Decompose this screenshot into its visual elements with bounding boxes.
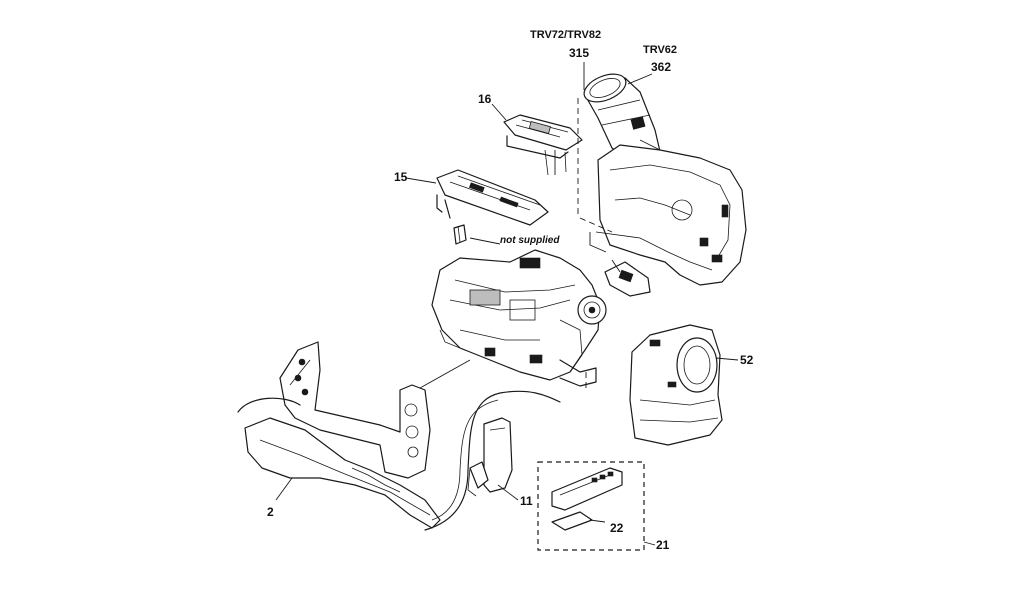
label-model-trv62: TRV62 (643, 44, 677, 56)
label-part-52: 52 (740, 353, 754, 367)
label-part-22: 22 (610, 521, 624, 535)
grip-frame-part (279, 341, 431, 479)
label-part-21: 21 (656, 538, 670, 552)
label-part-2: 2 (267, 505, 274, 519)
labels: TRV72/TRV82 315 TRV62 362 16 15 not supp… (267, 29, 754, 552)
small-bracket-part (604, 261, 651, 297)
label-part-362: 362 (651, 60, 671, 74)
cover-part-11 (467, 417, 513, 497)
strap-loop-part (424, 390, 561, 531)
lens-hood-part-52 (629, 324, 723, 446)
small-clip-part (453, 224, 467, 245)
bracket-part-16 (503, 114, 583, 176)
label-not-supplied: not supplied (500, 235, 560, 246)
label-part-16: 16 (478, 92, 492, 106)
label-model-trv72: TRV72/TRV82 (530, 29, 601, 41)
remote-kit-box (537, 461, 645, 551)
main-chassis-part (431, 249, 607, 387)
battery-part-22 (551, 511, 593, 531)
label-part-11: 11 (520, 494, 533, 508)
bracket-part-15 (436, 169, 549, 226)
alignment-lines (419, 98, 621, 392)
remote-control-part (551, 467, 623, 511)
label-part-315: 315 (569, 46, 589, 60)
label-leaders (275, 62, 739, 546)
label-part-15: 15 (394, 170, 408, 184)
side-cabinet-part (595, 144, 747, 286)
